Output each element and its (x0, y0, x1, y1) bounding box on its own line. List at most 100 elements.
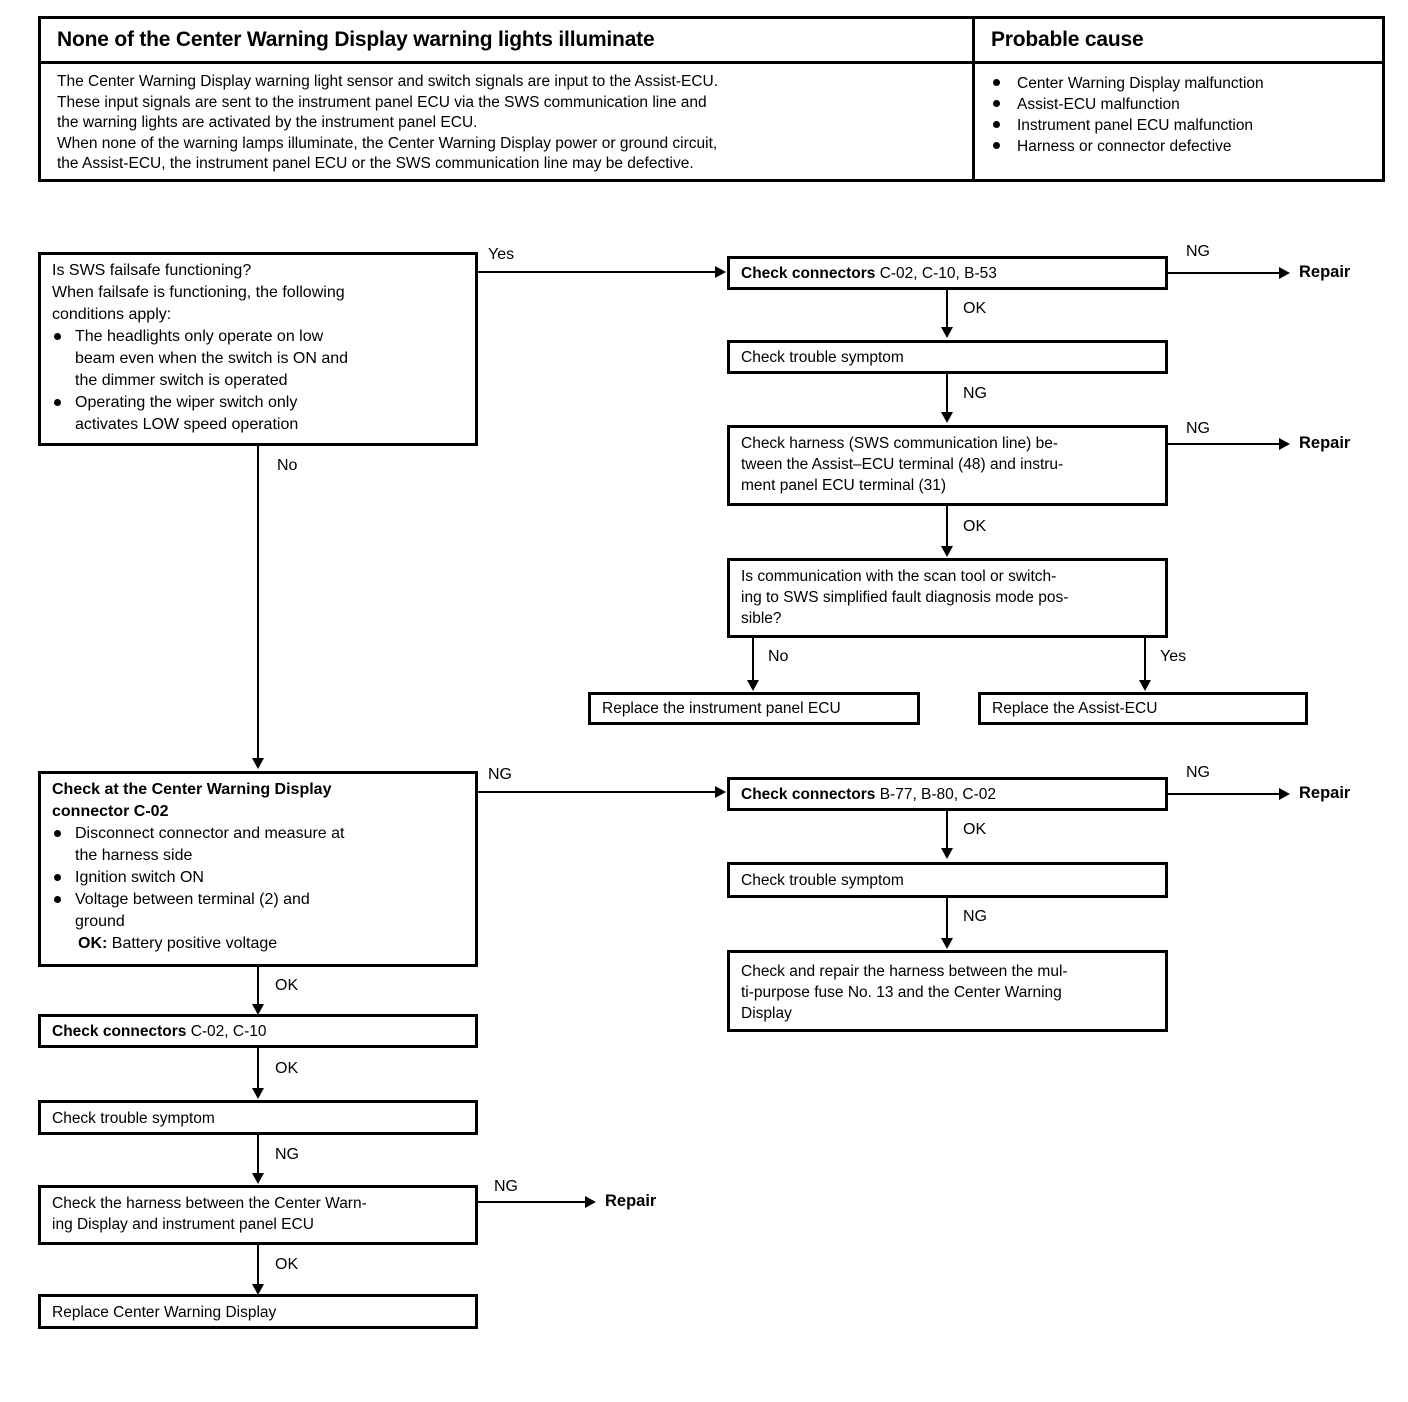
ok-label: OK (275, 977, 299, 994)
yes-label: Yes (488, 246, 515, 263)
ng-label: NG (1186, 764, 1210, 781)
table-body-row: The Center Warning Display warning light… (41, 64, 1382, 182)
replace-assist-ecu-box: Replace the Assist-ECU (978, 692, 1308, 725)
bullet-line: beam even when the switch is ON and (75, 350, 349, 367)
failsafe-line-3: conditions apply: (52, 306, 172, 323)
ng-label: NG (494, 1178, 518, 1195)
cwd-ok-value: Battery positive voltage (107, 935, 278, 952)
check-symptom-2-text: Check trouble symptom (52, 1110, 215, 1127)
ok-label: OK (275, 1256, 299, 1273)
cwd-title-line: connector C-02 (52, 803, 169, 820)
scan-question-line: sible? (741, 610, 782, 627)
ok-label: OK (275, 1060, 299, 1077)
ok-connector-line (257, 1245, 259, 1286)
description-line: The Center Warning Display warning light… (57, 73, 719, 90)
bullet-line: Operating the wiper switch only (75, 394, 298, 411)
failsafe-line-1: Is SWS failsafe functioning? (52, 262, 252, 279)
harness-line: ment panel ECU terminal (31) (741, 477, 947, 494)
fuse-line: Display (741, 1005, 792, 1022)
harness-line: ing Display and instrument panel ECU (52, 1216, 314, 1233)
ok-label: OK (963, 518, 987, 535)
failsafe-bullet-text: The headlights only operate on low beam … (75, 326, 348, 392)
cwd-bullet-text: Voltage between terminal (2) and ground (75, 889, 310, 933)
replace-instrument-panel-ecu-text: Replace the instrument panel ECU (602, 700, 841, 717)
ng-connector-line (478, 791, 716, 793)
probable-cause-title: Probable cause (991, 28, 1144, 51)
failsafe-text: Is SWS failsafe functioning? When failsa… (41, 255, 475, 436)
bullet-icon (993, 142, 1000, 149)
yes-connector-line (1144, 638, 1146, 682)
failsafe-question-box: Is SWS failsafe functioning? When failsa… (38, 252, 478, 446)
bullet-line: activates LOW speed operation (75, 416, 299, 433)
check-connectors-1-box: Check connectors C-02, C-10, B-53 (727, 256, 1168, 290)
no-arrow-head (252, 758, 264, 769)
check-connectors-1-list: C-02, C-10, B-53 (875, 265, 997, 282)
cwd-bullet: Voltage between terminal (2) and ground (52, 889, 467, 933)
check-connectors-3-text: Check connectors B-77, B-80, C-02 (730, 780, 1165, 805)
ng-label: NG (1186, 243, 1210, 260)
ng-connector-line (946, 898, 948, 940)
check-symptom-1-text: Check trouble symptom (741, 349, 904, 366)
check-connectors-3-box: Check connectors B-77, B-80, C-02 (727, 777, 1168, 811)
check-harness-sws-box: Check harness (SWS communication line) b… (727, 425, 1168, 506)
description-line: These input signals are sent to the inst… (57, 93, 707, 111)
scan-tool-question-box: Is communication with the scan tool or s… (727, 558, 1168, 638)
check-repair-fuse-box: Check and repair the harness between the… (727, 950, 1168, 1032)
ng-arrow-head (1279, 267, 1290, 279)
ok-label: OK (963, 300, 987, 317)
check-connectors-3-bold: Check connectors (741, 786, 876, 803)
ng-connector-line (946, 374, 948, 414)
repair-label: Repair (1299, 784, 1351, 802)
ok-label: OK (963, 821, 987, 838)
ok-connector-line (946, 811, 948, 851)
description-line: the warning lights are activated by the … (57, 114, 478, 131)
bullet-icon (54, 830, 61, 837)
check-harness-sws-text: Check harness (SWS communication line) b… (730, 428, 1165, 496)
check-symptom-3-box: Check trouble symptom (727, 862, 1168, 898)
check-harness-cwd-text: Check the harness between the Center War… (41, 1188, 475, 1235)
ng-label: NG (963, 908, 987, 925)
check-symptom-2-box: Check trouble symptom (38, 1100, 478, 1135)
ok-arrow-head (252, 1088, 264, 1099)
bullet-line: ground (75, 913, 125, 930)
harness-line: tween the Assist–ECU terminal (48) and i… (741, 456, 1064, 473)
ng-connector-line (257, 1135, 259, 1175)
failsafe-line-2: When failsafe is functioning, the follow… (52, 284, 345, 301)
ng-label: NG (1186, 420, 1210, 437)
check-repair-fuse-text: Check and repair the harness between the… (730, 953, 1165, 1024)
no-label: No (277, 457, 298, 474)
ng-arrow-head (585, 1196, 596, 1208)
cause-item: Center Warning Display malfunction (989, 73, 1382, 94)
ok-arrow-head (941, 848, 953, 859)
failsafe-bullet: Operating the wiper switch only activate… (52, 392, 467, 436)
ng-arrow-head (1279, 788, 1290, 800)
cwd-ok-label: OK: (78, 935, 108, 952)
ng-connector-line (1168, 443, 1280, 445)
harness-line: Check harness (SWS communication line) b… (741, 435, 1059, 452)
check-connectors-2-box: Check connectors C-02, C-10 (38, 1014, 478, 1048)
bullet-line: The headlights only operate on low (75, 328, 324, 345)
cwd-connector-check-box: Check at the Center Warning Display conn… (38, 771, 478, 967)
symptom-cause-table: None of the Center Warning Display warni… (38, 16, 1385, 182)
cause-label: Center Warning Display malfunction (1017, 75, 1264, 92)
scan-question-line: ing to SWS simplified fault diagnosis mo… (741, 589, 1069, 606)
ok-arrow-head (252, 1004, 264, 1015)
ok-arrow-head (941, 327, 953, 338)
replace-assist-ecu-text: Replace the Assist-ECU (992, 700, 1158, 717)
replace-cwd-text: Replace Center Warning Display (52, 1304, 277, 1321)
bullet-icon (54, 333, 61, 340)
ng-label: NG (963, 385, 987, 402)
replace-instrument-panel-ecu-box: Replace the instrument panel ECU (588, 692, 920, 725)
cwd-bullet: Disconnect connector and measure at the … (52, 823, 467, 867)
probable-cause-list: Center Warning Display malfunction Assis… (975, 64, 1382, 157)
bullet-icon (54, 874, 61, 881)
yes-connector-line (478, 271, 716, 273)
no-connector-line (752, 638, 754, 682)
cause-item: Assist-ECU malfunction (989, 94, 1382, 115)
repair-label: Repair (605, 1192, 657, 1210)
symptom-title-cell: None of the Center Warning Display warni… (41, 19, 975, 61)
bullet-icon (54, 896, 61, 903)
bullet-icon (993, 100, 1000, 107)
symptom-description: The Center Warning Display warning light… (41, 64, 972, 175)
cwd-title-line: Check at the Center Warning Display (52, 781, 332, 798)
